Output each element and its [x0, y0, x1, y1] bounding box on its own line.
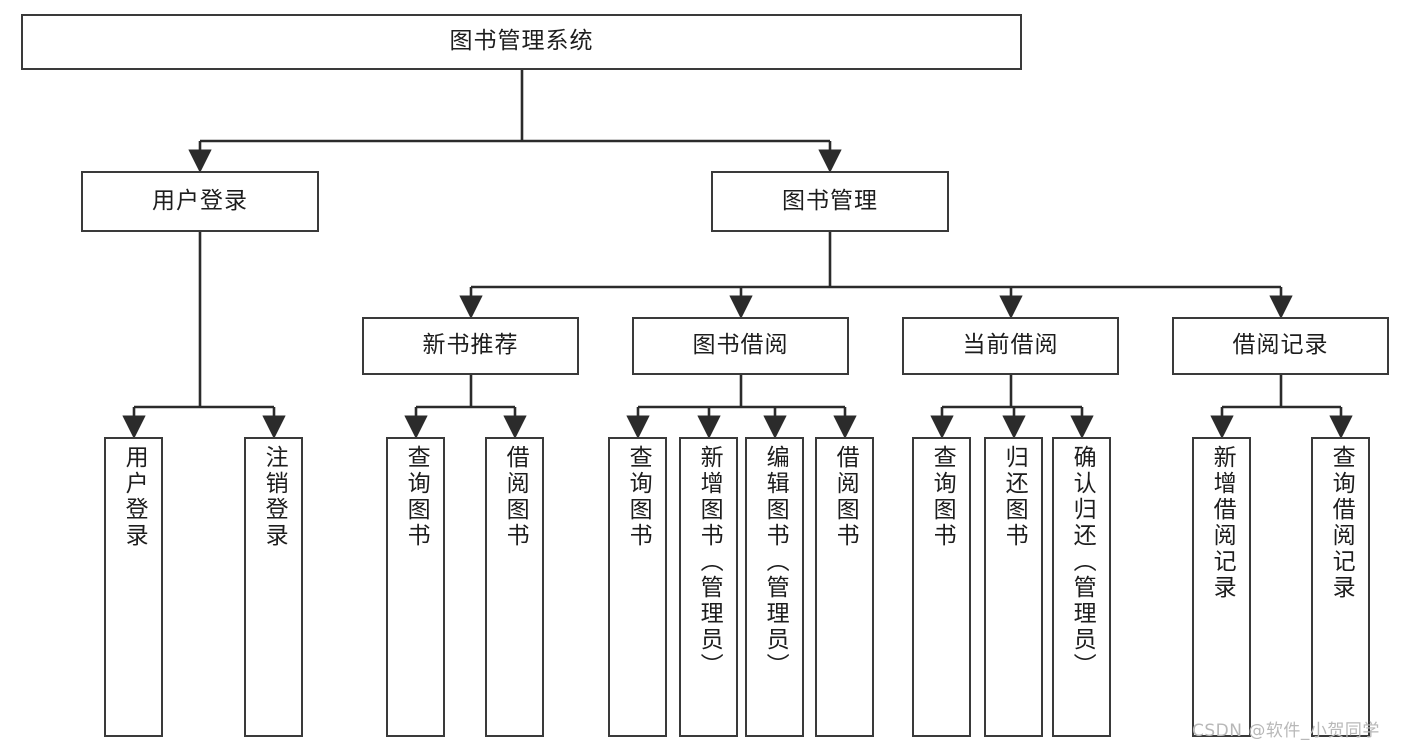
node-label: 查询图书	[403, 445, 430, 549]
node-leaf-new-1[interactable]: 查询图书	[386, 437, 445, 737]
node-leaf-bor-2[interactable]: 新增图书（管理员）	[679, 437, 738, 737]
node-bookmgmt[interactable]: 图书管理	[711, 171, 949, 232]
node-label: 当前借阅	[962, 332, 1059, 359]
node-label: 确认归还（管理员）	[1069, 445, 1096, 679]
csdn-watermark: CSDN @软件_小贺同学	[1192, 721, 1380, 741]
node-label: 归还图书	[1001, 445, 1028, 549]
node-label: 图书管理系统	[449, 28, 594, 55]
node-label: 查询图书	[625, 445, 652, 549]
node-borrow[interactable]: 图书借阅	[632, 317, 849, 375]
node-leaf-cur-2[interactable]: 归还图书	[984, 437, 1043, 737]
node-leaf-cur-3[interactable]: 确认归还（管理员）	[1052, 437, 1111, 737]
node-label: 新书推荐	[422, 332, 519, 359]
node-label: 借阅记录	[1232, 332, 1329, 359]
node-label: 用户登录	[121, 445, 148, 549]
node-leaf-rec-1[interactable]: 新增借阅记录	[1192, 437, 1251, 737]
node-label: 借阅图书	[832, 445, 859, 549]
node-leaf-rec-2[interactable]: 查询借阅记录	[1311, 437, 1370, 737]
node-label: 查询借阅记录	[1328, 445, 1355, 601]
node-label: 编辑图书（管理员）	[762, 445, 789, 679]
node-label: 新增图书（管理员）	[696, 445, 723, 679]
node-label: 注销登录	[261, 445, 288, 549]
node-newbook[interactable]: 新书推荐	[362, 317, 579, 375]
node-leaf-login-1[interactable]: 用户登录	[104, 437, 163, 737]
node-leaf-new-2[interactable]: 借阅图书	[485, 437, 544, 737]
node-leaf-cur-1[interactable]: 查询图书	[912, 437, 971, 737]
node-current[interactable]: 当前借阅	[902, 317, 1119, 375]
node-leaf-bor-3[interactable]: 编辑图书（管理员）	[745, 437, 804, 737]
node-root[interactable]: 图书管理系统	[21, 14, 1022, 70]
node-label: 借阅图书	[502, 445, 529, 549]
node-label: 新增借阅记录	[1209, 445, 1236, 601]
node-label: 用户登录	[152, 187, 248, 214]
node-records[interactable]: 借阅记录	[1172, 317, 1389, 375]
node-leaf-login-2[interactable]: 注销登录	[244, 437, 303, 737]
node-leaf-bor-1[interactable]: 查询图书	[608, 437, 667, 737]
node-label: 查询图书	[929, 445, 956, 549]
node-leaf-bor-4[interactable]: 借阅图书	[815, 437, 874, 737]
node-label: 图书借阅	[692, 332, 789, 359]
node-label: 图书管理	[782, 187, 878, 214]
node-login[interactable]: 用户登录	[81, 171, 319, 232]
